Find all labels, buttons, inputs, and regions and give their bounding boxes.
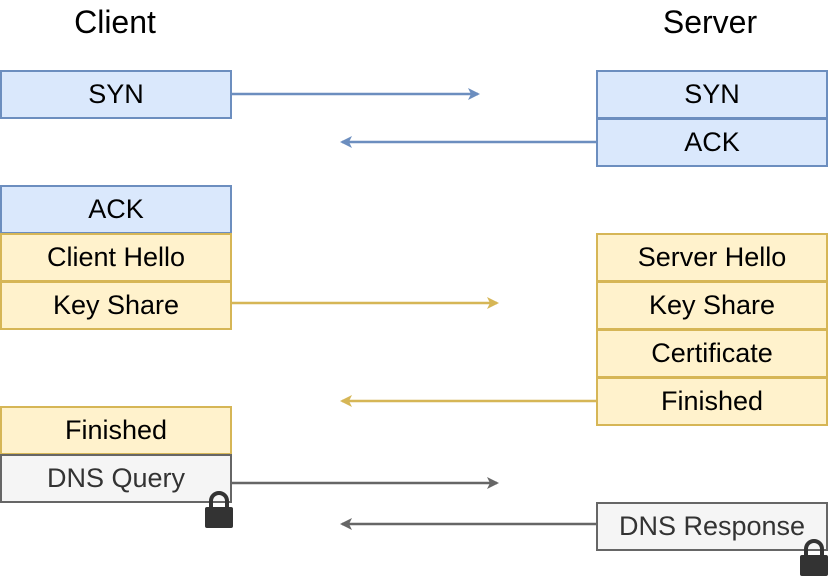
lock-icon	[205, 491, 233, 528]
client-hello-box: Client Hello	[0, 233, 232, 282]
server-hello-box: Server Hello	[596, 233, 828, 282]
server-heading: Server	[662, 4, 758, 40]
dns-response-box: DNS Response	[596, 502, 828, 551]
client-heading: Client	[74, 4, 156, 40]
client-ack-box: ACK	[0, 185, 232, 234]
server-finished-box: Finished	[596, 377, 828, 426]
server-syn-box: SYN	[596, 70, 828, 119]
server-ack-box: ACK	[596, 118, 828, 167]
server-key-share-box: Key Share	[596, 281, 828, 330]
server-certificate-box: Certificate	[596, 329, 828, 378]
client-finished-box: Finished	[0, 406, 232, 455]
client-key-share-box: Key Share	[0, 281, 232, 330]
lock-icon	[800, 539, 828, 576]
client-syn-box: SYN	[0, 70, 232, 119]
dns-query-box: DNS Query	[0, 454, 232, 503]
